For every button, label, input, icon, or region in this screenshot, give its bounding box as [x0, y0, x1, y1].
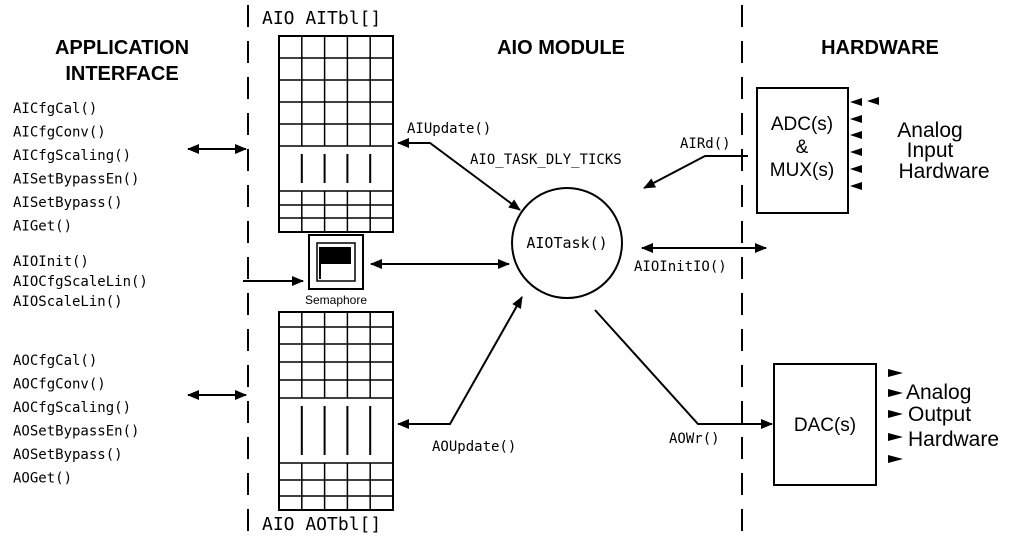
function-name: AISetBypass(): [13, 195, 123, 211]
analog-input-line3: Hardware: [898, 160, 989, 183]
init-io-label: AIOInitIO(): [634, 259, 727, 275]
function-name: AIOInit(): [13, 254, 89, 270]
function-name: AIOScaleLin(): [13, 294, 123, 310]
ao-table-title: AIO AOTbl[]: [262, 514, 381, 535]
function-name: AICfgScaling(): [13, 148, 131, 164]
ao-write-label: AOWr(): [669, 431, 720, 447]
function-name: AOCfgScaling(): [13, 400, 131, 416]
analog-output-line2: Output: [908, 403, 971, 426]
heading-interface: INTERFACE: [65, 63, 178, 85]
function-name: AISetBypassEn(): [13, 172, 139, 188]
ao-update-label: AOUpdate(): [432, 439, 516, 455]
function-name: AOCfgCal(): [13, 353, 97, 369]
dac-output-pins: [888, 369, 903, 463]
analog-input-line2: Input: [907, 139, 954, 162]
ai-table: [278, 35, 394, 233]
ao-table: [278, 311, 394, 511]
adc-label: ADC(s): [771, 114, 833, 135]
function-name: AIGet(): [13, 219, 72, 235]
heading-application: APPLICATION: [55, 37, 189, 59]
function-name: AOCfgConv(): [13, 377, 106, 393]
adc-input-pins: [850, 97, 879, 190]
adc-ampersand: &: [796, 137, 809, 158]
ao-update-arrow: [397, 296, 523, 429]
ai-update-label: AIUpdate(): [407, 121, 491, 137]
function-name: AOSetBypass(): [13, 447, 123, 463]
ao-function-list: AOCfgCal() AOCfgConv() AOCfgScaling() AOSet…: [13, 353, 139, 487]
analog-output-line3: Hardware: [908, 428, 999, 451]
task-delay-label: AIO_TASK_DLY_TICKS: [470, 152, 622, 168]
ao-write-arrow: [594, 309, 773, 429]
dac-box: [773, 363, 877, 486]
function-name: AIOCfgScaleLin(): [13, 274, 148, 290]
heading-aio-module: AIO MODULE: [497, 37, 625, 59]
ai-read-label: AIRd(): [680, 136, 731, 152]
function-name: AICfgCal(): [13, 101, 97, 117]
ai-table-title: AIO AITbl[]: [262, 8, 381, 29]
function-name: AICfgConv(): [13, 125, 106, 141]
semaphore-flag-icon: [320, 247, 351, 264]
ai-function-list: AICfgCal() AICfgConv() AICfgScaling() AISet…: [13, 101, 139, 235]
ai-read-arrow: [643, 155, 748, 189]
analog-input-line1: Analog: [897, 119, 962, 142]
function-name: AOSetBypassEn(): [13, 424, 139, 440]
heading-hardware: HARDWARE: [821, 37, 939, 59]
mux-label: MUX(s): [770, 160, 834, 181]
analog-output-line1: Analog: [906, 381, 971, 404]
aio-task-circle: [511, 187, 623, 299]
aio-task-label: AIOTask(): [526, 234, 607, 252]
aio-function-list: AIOInit() AIOCfgScaleLin() AIOScaleLin(): [13, 254, 148, 310]
dac-label: DAC(s): [794, 415, 856, 436]
semaphore: Semaphore: [305, 234, 367, 307]
ai-update-arrow: [397, 138, 521, 211]
function-name: AOGet(): [13, 471, 72, 487]
adc-mux-box: [756, 87, 849, 214]
semaphore-label: Semaphore: [305, 293, 367, 307]
